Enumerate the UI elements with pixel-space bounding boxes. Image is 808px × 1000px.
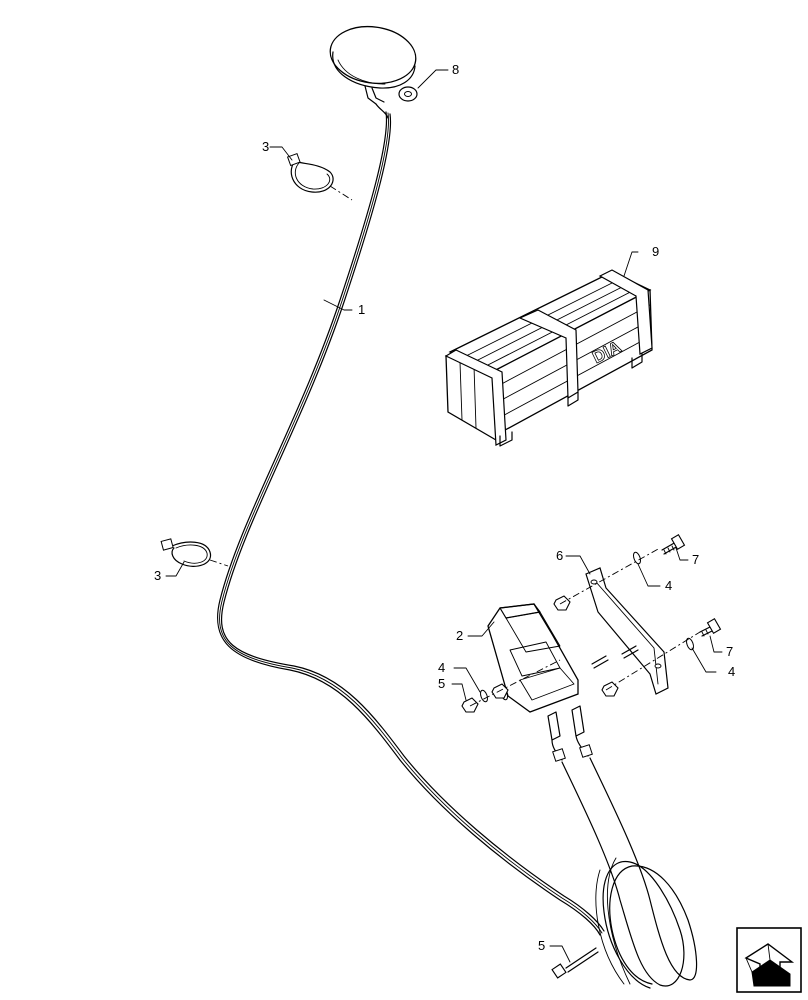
- washer-item-8: [398, 86, 418, 102]
- bolt-lower: [699, 618, 722, 637]
- mounting-bracket-item-6: [585, 567, 669, 695]
- callout-7-lower: 7: [726, 644, 733, 659]
- callout-3-lower: 3: [154, 568, 161, 583]
- callout-7-upper: 7: [692, 552, 699, 567]
- centerline-tie-lower: [209, 559, 229, 567]
- bolt-lower-long: [551, 947, 599, 979]
- centerline-tie-upper: [329, 185, 353, 201]
- assembly-centerlines: [469, 547, 701, 707]
- fasteners: [461, 534, 722, 979]
- callout-4-left: 4: [438, 660, 445, 675]
- callout-1: 1: [358, 302, 365, 317]
- callouts: 8 9 1 3 3 6 2 4 5 4 4 7 7 5: [154, 62, 735, 953]
- callout-6: 6: [556, 548, 563, 563]
- callout-4-right: 4: [728, 664, 735, 679]
- receiver-module-item-2: [487, 603, 593, 762]
- callout-5-left: 5: [438, 676, 445, 691]
- cable-item-1: [216, 111, 605, 936]
- callout-5-bottom: 5: [538, 938, 545, 953]
- callout-4-upper: 4: [665, 578, 672, 593]
- bolt-upper: [661, 534, 686, 555]
- shipping-crate-item-9: DIA: [444, 269, 653, 447]
- cable-tie-upper: [286, 152, 334, 193]
- callout-2: 2: [456, 628, 463, 643]
- cable-tie-lower: [160, 538, 212, 567]
- leader-lines: [165, 69, 723, 963]
- callout-9: 9: [652, 244, 659, 259]
- callout-8: 8: [452, 62, 459, 77]
- callout-3-upper: 3: [262, 139, 269, 154]
- antenna-receiver: [329, 25, 417, 119]
- previous-page-arrow-icon[interactable]: [736, 927, 802, 993]
- harness-coil: [561, 757, 698, 989]
